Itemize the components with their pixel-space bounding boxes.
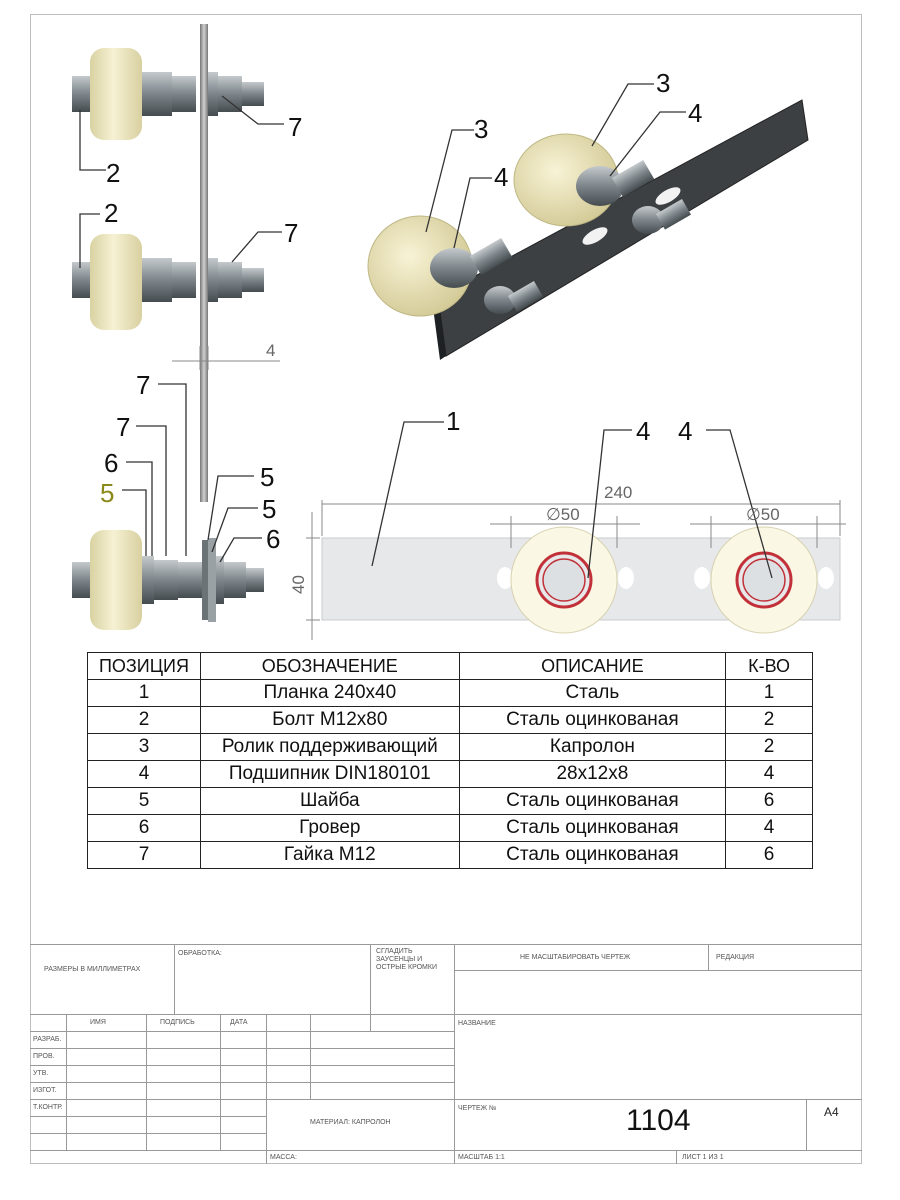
cell-quantity: 2 (725, 733, 813, 761)
callout-7-top: 7 (288, 112, 302, 142)
mass-label: Масса: (270, 1154, 297, 1161)
cell-description: Сталь (458, 679, 727, 707)
cell-designation: Планка 240х40 (199, 679, 460, 707)
callout-2-top: 2 (106, 158, 120, 188)
cell-designation: Гровер (199, 814, 460, 842)
side-assembly-middle (72, 234, 264, 330)
cell-description: 28х12х8 (458, 760, 727, 788)
cell-quantity: 1 (725, 679, 813, 707)
cell-description: Сталь оцинкованая (458, 814, 727, 842)
cell-position: 5 (87, 787, 201, 815)
dimension-thickness: 4 (266, 341, 275, 360)
cell-quantity: 4 (725, 814, 813, 842)
side-assembly-top (72, 48, 264, 140)
edges-note: Сгладить заусенцы и острые кромки (376, 948, 438, 971)
callout-1-front: 1 (446, 406, 460, 436)
header-description: ОПИСАНИЕ (458, 652, 727, 680)
no-scale-note: Не масштабировать чертеж (520, 954, 631, 961)
drawing-number-label: Чертеж № (458, 1105, 497, 1112)
column-name: Имя (90, 1019, 106, 1026)
header-position: ПОЗИЦИЯ (87, 652, 201, 680)
cell-quantity: 6 (725, 787, 813, 815)
cell-position: 6 (87, 814, 201, 842)
table-row: 6 Гровер Сталь оцинкованая 4 (87, 814, 813, 842)
cell-position: 3 (87, 733, 201, 761)
thickness-dimension (172, 346, 280, 370)
table-row: 5 Шайба Сталь оцинкованая 6 (87, 787, 813, 815)
table-row: 3 Ролик поддерживающий Капролон 2 (87, 733, 813, 761)
callout-4-front-left: 4 (636, 416, 650, 446)
units-note: Размеры в миллиметрах (44, 966, 141, 973)
header-quantity: К-ВО (725, 652, 813, 680)
cell-designation: Шайба (199, 787, 460, 815)
vertical-rod (200, 24, 208, 502)
finish-label: Обработка: (178, 950, 222, 957)
cell-description: Сталь оцинкованая (458, 841, 727, 869)
drawing-sheet (30, 14, 862, 1164)
header-designation: ОБОЗНАЧЕНИЕ (199, 652, 460, 680)
dimension-diameter-right: ∅50 (746, 505, 780, 524)
callout-2-middle: 2 (104, 198, 118, 228)
table-row: 7 Гайка М12 Сталь оцинкованая 6 (87, 841, 813, 869)
dimension-diameter-left: ∅50 (546, 505, 580, 524)
cell-description: Капролон (458, 733, 727, 761)
table-row: 1 Планка 240х40 Сталь 1 (87, 679, 813, 707)
technical-drawing: 2 7 2 7 7 7 6 5 5 5 6 4 3 3 4 4 (72, 24, 846, 640)
role-manufacturer: Изгот. (33, 1087, 57, 1094)
drawing-number: 1104 (626, 1104, 691, 1137)
parts-table-header: ПОЗИЦИЯ ОБОЗНАЧЕНИЕ ОПИСАНИЕ К-ВО (87, 652, 813, 680)
callout-7-middle: 7 (284, 218, 298, 248)
paper-format: А4 (824, 1105, 839, 1119)
table-row: 4 Подшипник DIN180101 28х12х8 4 (87, 760, 813, 788)
callout-3-right: 3 (656, 68, 670, 98)
cell-quantity: 6 (725, 841, 813, 869)
revision-label: Редакция (716, 954, 755, 961)
role-developer: Разраб. (33, 1036, 62, 1043)
name-label: Название (458, 1020, 496, 1027)
callout-7-bottom-a: 7 (136, 370, 150, 400)
callout-4-left: 4 (494, 162, 508, 192)
sheet-label: Лист 1 из 1 (682, 1154, 724, 1161)
table-row: 2 Болт М12х80 Сталь оцинкованая 2 (87, 706, 813, 734)
cell-position: 2 (87, 706, 201, 734)
cell-quantity: 2 (725, 706, 813, 734)
callout-7-bottom-b: 7 (116, 412, 130, 442)
cell-designation: Подшипник DIN180101 (199, 760, 460, 788)
cell-position: 4 (87, 760, 201, 788)
role-quality-control: Т.контр. (33, 1104, 63, 1111)
callout-5-right-b: 5 (262, 494, 276, 524)
callout-4-front-right: 4 (678, 416, 692, 446)
cell-position: 1 (87, 679, 201, 707)
cell-designation: Болт М12х80 (199, 706, 460, 734)
column-date: Дата (230, 1019, 248, 1026)
callout-6-bottom: 6 (104, 448, 118, 478)
role-checker: Пров. (33, 1053, 55, 1060)
cell-designation: Ролик поддерживающий (199, 733, 460, 761)
callout-5-highlight: 5 (100, 478, 114, 508)
cell-description: Сталь оцинкованая (458, 706, 727, 734)
dimension-height: 40 (289, 575, 308, 594)
parts-table: ПОЗИЦИЯ ОБОЗНАЧЕНИЕ ОПИСАНИЕ К-ВО 1 План… (87, 652, 813, 869)
front-dimensions (306, 500, 846, 640)
side-assembly-bottom (72, 530, 264, 630)
isometric-view (367, 99, 809, 360)
column-signature: Подпись (160, 1019, 195, 1026)
dimension-length: 240 (604, 483, 632, 502)
cell-position: 7 (87, 841, 201, 869)
cell-description: Сталь оцинкованая (458, 787, 727, 815)
scale-label: Масштаб 1:1 (458, 1154, 505, 1161)
cell-designation: Гайка М12 (199, 841, 460, 869)
role-approver: Утв. (33, 1070, 49, 1077)
callout-4-right: 4 (688, 98, 702, 128)
material-label: Материал: капролон (310, 1119, 391, 1126)
callout-5-right-a: 5 (260, 462, 274, 492)
callout-6-right: 6 (266, 524, 280, 554)
cell-quantity: 4 (725, 760, 813, 788)
callout-3-left: 3 (474, 114, 488, 144)
